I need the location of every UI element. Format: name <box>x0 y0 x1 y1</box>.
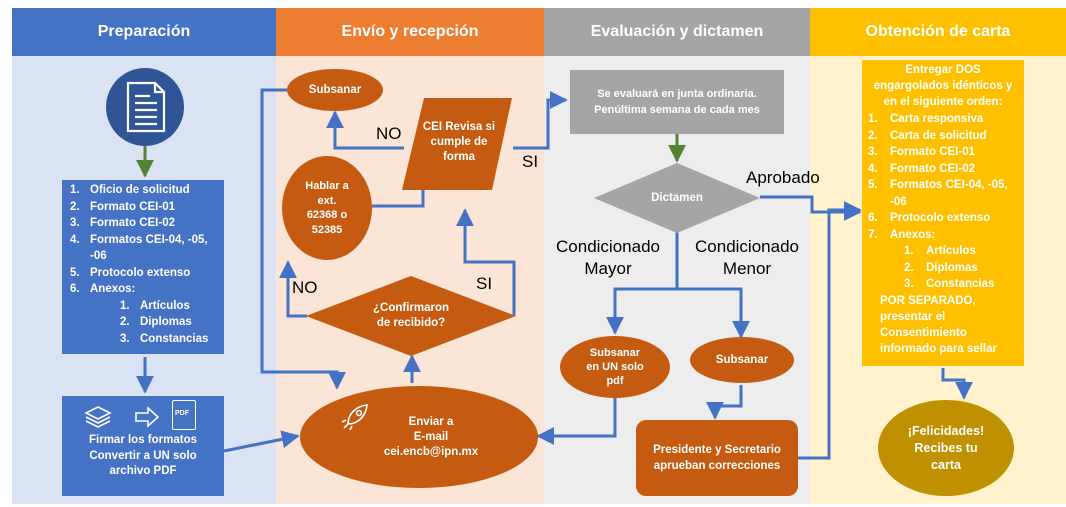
rocket-icon <box>340 402 370 437</box>
convertir-text: Convertir a UN solo archivo PDF <box>89 450 197 477</box>
list-sub-item: 1.Artículos <box>904 245 976 257</box>
dictamen-diamond <box>594 163 760 233</box>
dictamen-text: Dictamen <box>651 192 703 204</box>
enviar-text: Enviar a E-mail cei.encb@ipn.mx <box>384 415 478 460</box>
separado-text: POR SEPARADO, presentar el Consentimient… <box>880 294 997 355</box>
column-header-preparacion: Preparación <box>12 8 276 56</box>
column-header-obtencion: Obtención de carta <box>810 8 1066 56</box>
list-sub-item: 3.Constancias <box>904 278 995 290</box>
list-sub-item: 2.Diplomas <box>904 261 978 274</box>
cei-review-shape <box>402 98 512 190</box>
column-header-evaluacion: Evaluación y dictamen <box>544 8 810 56</box>
list-item: 4.Formatos CEI-04, -05, -06 <box>70 233 208 263</box>
list-item: 2.Formato CEI-01 <box>70 200 175 213</box>
confirmaron-text: ¿Confirmaron de recibido? <box>372 302 450 329</box>
list-item: 7.Anexos: <box>868 228 936 241</box>
presidente-node: Presidente y Secretario aprueban correcc… <box>636 420 798 496</box>
enviar-line-1: Enviar a <box>408 415 454 428</box>
felicidades-node: ¡Felicidades! Recibes tu carta <box>878 400 1014 496</box>
label-no-bottom: NO <box>292 278 318 297</box>
required-documents-list: 1.Oficio de solicitud 2.Formato CEI-01 3… <box>62 180 224 354</box>
pdf-badge: PDF <box>175 410 189 417</box>
list-item: 3.Formato CEI-02 <box>70 217 175 229</box>
list-sub-item: 1.Artículos <box>120 299 190 312</box>
subsanar-eval-text: Subsanar <box>715 354 769 366</box>
enviar-email-node: Enviar a E-mail cei.encb@ipn.mx <box>300 386 538 488</box>
label-condicionado-mayor: Condicionado Mayor <box>556 237 660 278</box>
confirmation-diamond <box>306 276 516 356</box>
list-item: 6.Anexos: <box>70 283 136 295</box>
prep-list: 1.Oficio de solicitud 2.Formato CEI-01 3… <box>70 182 218 347</box>
label-condicionado-menor: Condicionado Menor <box>695 237 799 278</box>
junta-text: Se evaluará en junta ordinaria. Penúltim… <box>594 88 760 116</box>
arrow-right-icon <box>134 406 160 431</box>
label-si-bottom: SI <box>476 274 493 293</box>
list-sub-item: 3.Constancias <box>120 332 209 345</box>
list-sub-item: 2.Diplomas <box>120 316 192 328</box>
document-icon <box>126 81 166 133</box>
label-aprobado: Aprobado <box>746 168 820 187</box>
label-no-top: NO <box>376 124 402 143</box>
list-item: 1.Oficio de solicitud <box>70 184 190 196</box>
list-item: 2.Carta de solicitud <box>868 129 987 142</box>
layers-icon <box>84 404 112 430</box>
subsanar-envio: Subsanar <box>287 69 383 111</box>
list-item: 4.Formato CEI-02 <box>868 162 975 175</box>
subsanar-pdf-node: Subsanar en UN solo pdf <box>560 336 670 398</box>
subsanar-eval-node: Subsanar <box>690 337 794 383</box>
cei-text: CEI Revisa si cumple de forma <box>422 120 496 163</box>
hablar-text: Hablar a ext. 62368 o 52385 <box>305 180 349 236</box>
list-item: 5.Formatos CEI-04, -05, -06 <box>868 179 1008 208</box>
list-item: 3.Formato CEI-01 <box>868 146 975 158</box>
subsanar-label: Subsanar <box>308 84 362 96</box>
column-header-envio: Envío y recepción <box>276 8 544 56</box>
delivery-head-text: Entregar DOS engargolados idénticos y en… <box>873 64 1013 108</box>
hablar-node: Hablar a ext. 62368 o 52385 <box>282 156 372 260</box>
felicidades-text: ¡Felicidades! <box>907 423 985 438</box>
subsanar-pdf-text: Subsanar en UN solo pdf <box>586 347 644 387</box>
list-item: 1.Carta responsiva <box>868 113 984 125</box>
firmar-text: Firmar los formatos <box>89 434 197 446</box>
label-si-right: SI <box>522 152 539 171</box>
list-item: 6.Protocolo extenso <box>868 212 991 224</box>
junta-ordinaria-box: Se evaluará en junta ordinaria. Penúltim… <box>570 70 784 134</box>
delivery-list: 1.Carta responsiva 2.Carta de solicitud … <box>868 111 1018 293</box>
recibes-text: Recibes tu carta <box>914 440 978 472</box>
enviar-line-2: E-mail <box>413 430 449 443</box>
pdf-file-icon: PDF <box>172 400 196 430</box>
confirmaron-label: ¿Confirmaron de recibido? <box>330 296 492 336</box>
delivery-requirements-callout: Entregar DOS engargolados idénticos y en… <box>862 60 1024 366</box>
dictamen-label: Dictamen <box>634 188 720 208</box>
enviar-email-address: cei.encb@ipn.mx <box>383 445 479 458</box>
sign-and-convert-box: PDF Firmar los formatos Convertir a UN s… <box>62 396 224 496</box>
cei-review-label: CEI Revisa si cumple de forma <box>416 104 502 180</box>
presidente-text: Presidente y Secretario aprueban correcc… <box>653 444 781 472</box>
list-item: 5.Protocolo extenso <box>70 266 191 279</box>
